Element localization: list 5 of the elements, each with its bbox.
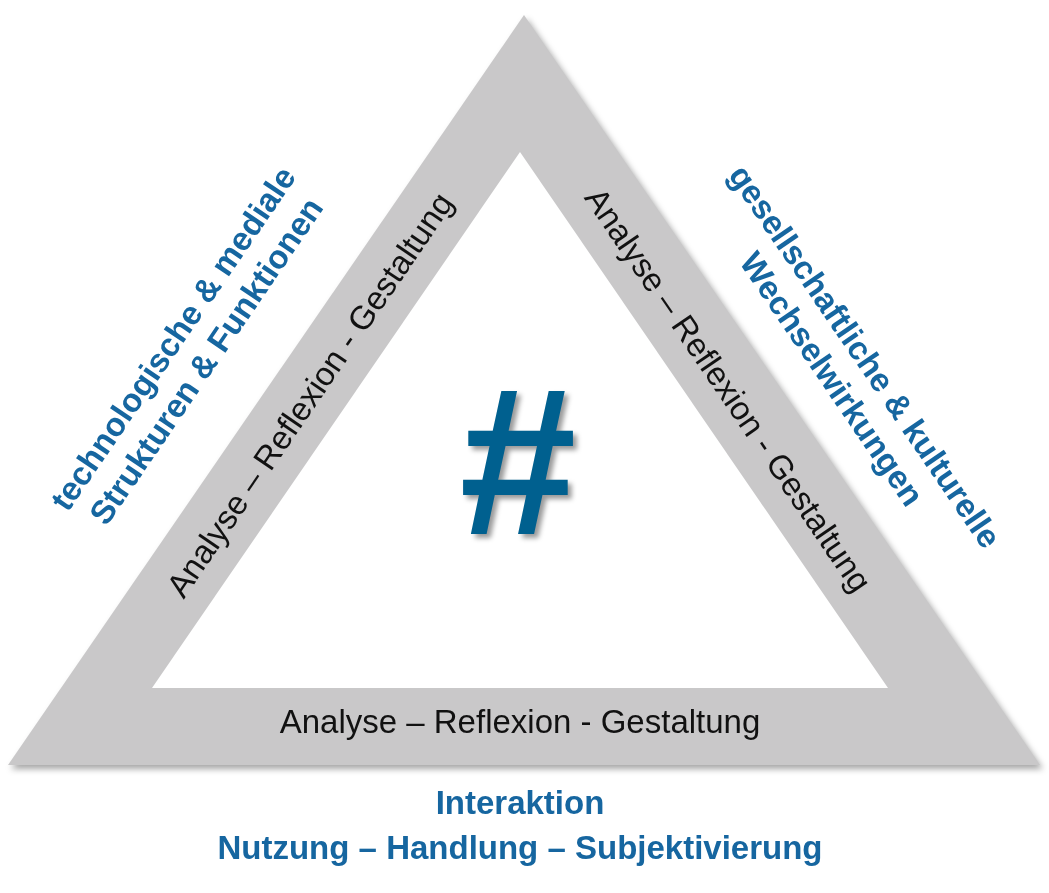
hash-symbol: # [459, 357, 577, 567]
subheading: Nutzung – Handlung – Subjektivierung [217, 827, 823, 868]
band-text: Analyse – Reflexion - Gestaltung [279, 703, 761, 741]
triangle-band [8, 15, 1040, 765]
heading: Interaktion [435, 782, 605, 823]
